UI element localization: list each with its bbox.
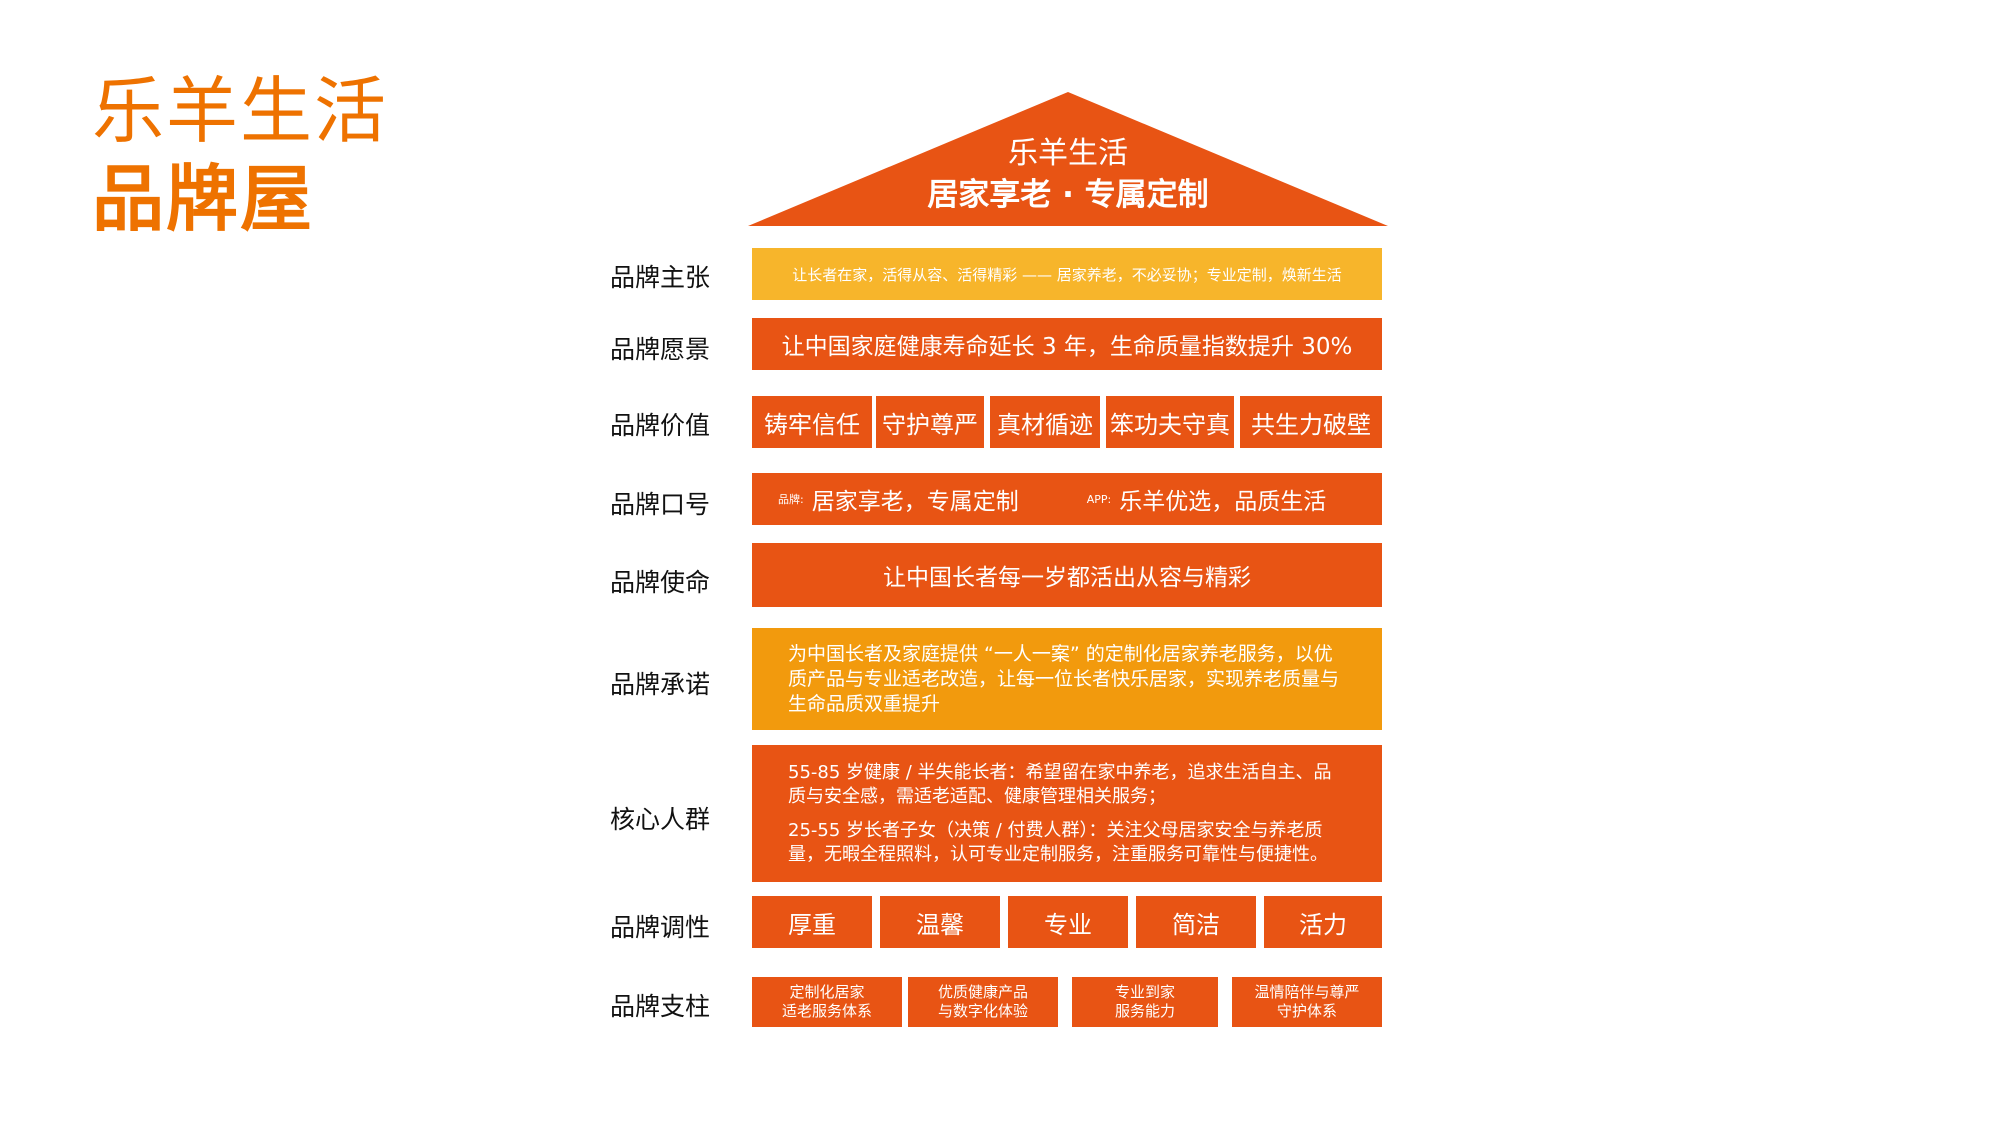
roof-tagline: 居家享老 · 专属定制 (927, 177, 1209, 213)
proposition-text: 让长者在家，活得从容、活得精彩 —— 居家养老，不必妥协；专业定制，焕新生活 (792, 265, 1342, 284)
mission-box: 让中国长者每一岁都活出从容与精彩 (752, 543, 1382, 607)
value-item: 守护尊严 (876, 396, 984, 448)
value-item: 共生力破壁 (1240, 396, 1382, 448)
pillar-item: 专业到家 服务能力 (1072, 977, 1218, 1027)
roof-triangle (748, 92, 1388, 226)
vision-text: 让中国家庭健康寿命延长 3 年，生命质量指数提升 30% (781, 334, 1353, 360)
label-vision: 品牌愿景 (610, 335, 711, 364)
label-mission: 品牌使命 (610, 568, 711, 597)
label-pillars: 品牌支柱 (610, 992, 711, 1021)
page-title-brand: 乐羊生活 (92, 69, 389, 153)
promise-box: 为中国长者及家庭提供 “一人一案” 的定制化居家养老服务，以优质产品与专业适老改… (752, 628, 1382, 730)
audience-children: 25-55 岁长者子女（决策 / 付费人群）：关注父母居家安全与养老质量，无暇全… (788, 819, 1328, 865)
value-item: 真材循迹 (990, 396, 1100, 448)
page-title-house: 品牌屋 (92, 157, 315, 241)
pillar-line1: 专业到家 (1114, 983, 1175, 1001)
vision-box: 让中国家庭健康寿命延长 3 年，生命质量指数提升 30% (752, 318, 1382, 370)
proposition-box: 让长者在家，活得从容、活得精彩 —— 居家养老，不必妥协；专业定制，焕新生活 (752, 248, 1382, 300)
label-promise: 品牌承诺 (610, 670, 711, 699)
pillar-line2: 与数字化体验 (937, 1002, 1028, 1020)
value-item: 铸牢信任 (752, 396, 872, 448)
slogan-app-text: 乐羊优选，品质生活 (1119, 489, 1327, 515)
tone-item: 活力 (1264, 896, 1382, 948)
tone-item: 简洁 (1136, 896, 1256, 948)
slogan-box: 品牌: 居家享老，专属定制 APP: 乐羊优选，品质生活 (752, 473, 1382, 525)
tone-item: 专业 (1008, 896, 1128, 948)
pillar-line2: 服务能力 (1114, 1002, 1175, 1020)
pillar-line1: 温情陪伴与尊严 (1254, 983, 1360, 1001)
pillar-line2: 守护体系 (1276, 1002, 1337, 1020)
slogan-brand-text: 居家享老，专属定制 (811, 489, 1019, 515)
label-slogan: 品牌口号 (610, 490, 711, 519)
pillar-line1: 定制化居家 (789, 983, 865, 1001)
tone-item: 厚重 (752, 896, 872, 948)
audience-box: 55-85 岁健康 / 半失能长者：希望留在家中养老，追求生活自主、品质与安全感… (752, 745, 1382, 882)
audience-seniors: 55-85 岁健康 / 半失能长者：希望留在家中养老，追求生活自主、品质与安全感… (788, 761, 1332, 807)
roof-brand-name: 乐羊生活 (1008, 136, 1128, 171)
pillar-line1: 优质健康产品 (937, 983, 1028, 1001)
tone-item: 温馨 (880, 896, 1000, 948)
slogan-brand-prefix: 品牌: (778, 493, 804, 506)
label-tone: 品牌调性 (610, 913, 711, 942)
value-item: 笨功夫守真 (1106, 396, 1234, 448)
pillar-item: 定制化居家 适老服务体系 (752, 977, 902, 1027)
pillar-item: 优质健康产品 与数字化体验 (908, 977, 1058, 1027)
mission-text: 让中国长者每一岁都活出从容与精彩 (883, 565, 1251, 591)
pillar-item: 温情陪伴与尊严 守护体系 (1232, 977, 1382, 1027)
promise-text: 为中国长者及家庭提供 “一人一案” 的定制化居家养老服务，以优质产品与专业适老改… (788, 642, 1340, 715)
pillar-line2: 适老服务体系 (781, 1002, 872, 1020)
label-values: 品牌价值 (610, 411, 711, 440)
slogan-app-prefix: APP: (1086, 492, 1112, 506)
label-proposition: 品牌主张 (610, 263, 711, 292)
label-audience: 核心人群 (610, 805, 711, 834)
